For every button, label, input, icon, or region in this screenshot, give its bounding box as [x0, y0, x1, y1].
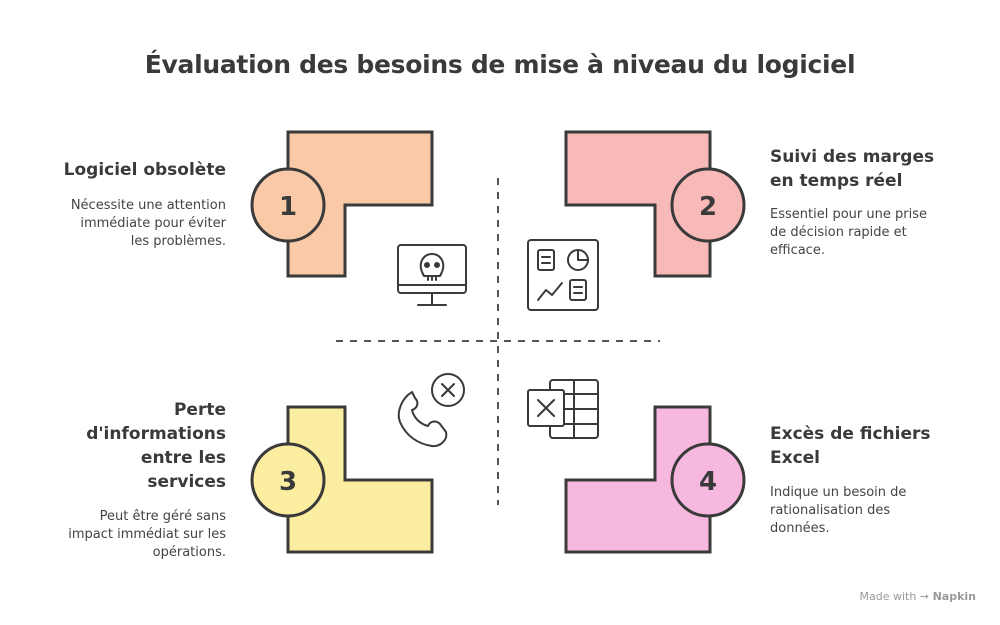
item-2-desc-line: Essentiel pour une prise: [770, 207, 927, 222]
l-shape-1: [286, 130, 434, 278]
item-4-heading: Excès de fichiers Excel: [770, 422, 985, 470]
item-2-heading: Suivi des marges en temps réel: [770, 145, 985, 193]
number-circle-1-bg: [250, 167, 326, 243]
l-shape-3: [286, 405, 434, 554]
credit-brand: Napkin: [932, 590, 976, 603]
number-circle-3-bg: [250, 442, 326, 518]
item-2-desc-line: de décision rapide et: [770, 225, 907, 240]
number-2: 2: [699, 192, 717, 222]
number-circle-2: 2: [670, 167, 746, 243]
item-1-description: Nécessite une attention immédiate pour é…: [20, 197, 226, 251]
item-3-description: Peut être géré sans impact immédiat sur …: [20, 508, 226, 562]
napkin-logo-icon: ➙: [919, 590, 930, 603]
item-3-desc-line: Peut être géré sans: [99, 509, 226, 524]
number-circle-1: 1: [250, 167, 326, 243]
item-1-heading-line: Logiciel obsolète: [63, 160, 226, 180]
item-2-heading-line: en temps réel: [770, 171, 903, 191]
number-3: 3: [279, 467, 297, 497]
l-shape-4: [564, 405, 712, 554]
item-3-heading-line: services: [147, 472, 226, 492]
item-2-desc-line: efficace.: [770, 243, 825, 258]
phone-disconnected-icon: [397, 373, 465, 448]
made-with-credit[interactable]: Made with ➙ Napkin: [860, 590, 976, 603]
item-2-description: Essentiel pour une prise de décision rap…: [770, 206, 985, 260]
item-2-heading-line: Suivi des marges: [770, 147, 935, 167]
monitor-skull-icon: [397, 244, 467, 306]
item-1-heading: Logiciel obsolète: [20, 158, 226, 182]
item-3-desc-line: impact immédiat sur les: [68, 527, 226, 542]
item-4-heading-line: Excel: [770, 448, 821, 468]
credit-text: Made with: [859, 590, 917, 603]
dashboard-chart-icon: [527, 239, 599, 311]
item-3-heading-line: d'informations: [86, 424, 226, 444]
page-title: Évaluation des besoins de mise à niveau …: [144, 50, 856, 79]
item-3-heading: Perte d'informations entre les services: [20, 398, 226, 494]
item-1-desc-line: Nécessite une attention: [70, 198, 226, 213]
number-4: 4: [699, 467, 717, 497]
l-shape-4-fill: [566, 407, 710, 552]
item-4-desc-line: rationalisation des: [770, 503, 891, 518]
number-circle-3: 3: [250, 442, 326, 518]
item-3-heading-line: entre les: [140, 448, 226, 468]
l-shape-2: [564, 130, 712, 278]
l-shape-3-fill: [288, 407, 432, 552]
item-3-heading-line: Perte: [173, 400, 226, 420]
number-circle-4-bg: [670, 442, 746, 518]
item-4-desc-line: données.: [770, 521, 830, 536]
number-circle-4: 4: [670, 442, 746, 518]
number-circle-2-bg: [670, 167, 746, 243]
item-4-heading-line: Excès de fichiers: [770, 424, 931, 444]
number-1: 1: [279, 192, 297, 222]
item-1-desc-line: les problèmes.: [130, 234, 226, 249]
item-4-description: Indique un besoin de rationalisation des…: [770, 484, 985, 538]
item-1-desc-line: immédiate pour éviter: [80, 216, 226, 231]
excel-file-icon: [527, 379, 599, 439]
item-4-desc-line: Indique un besoin de: [770, 485, 907, 500]
item-3-desc-line: opérations.: [152, 545, 226, 560]
